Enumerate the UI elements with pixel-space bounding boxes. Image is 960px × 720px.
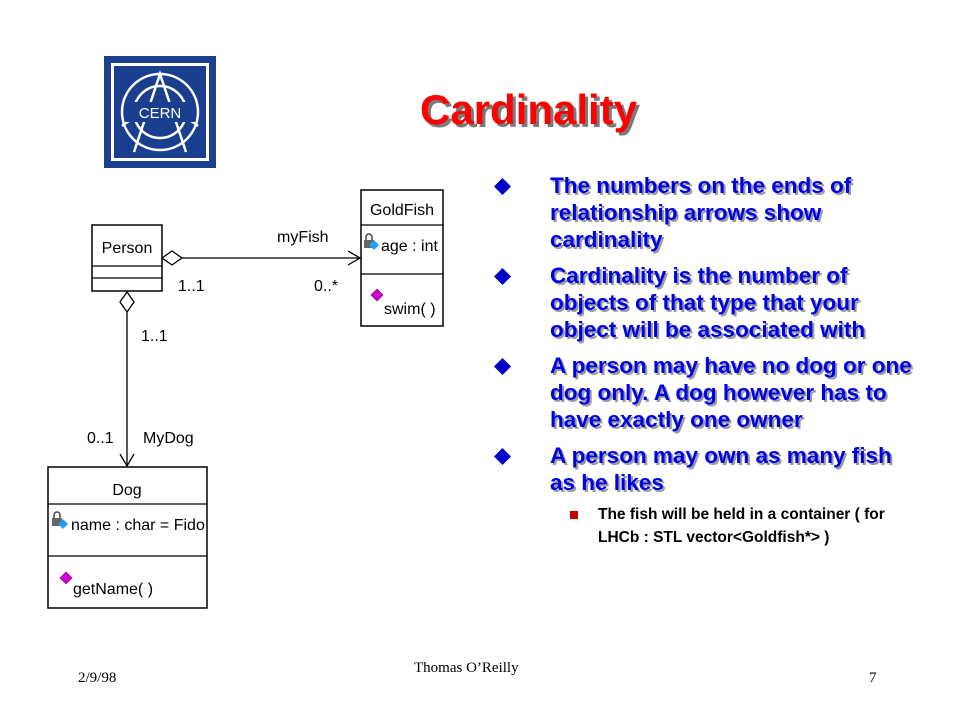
person-class-name: Person <box>102 240 153 257</box>
sub-bullet-text: The fish will be held in a container ( f… <box>598 506 885 546</box>
slide-title: Cardinality <box>420 86 638 133</box>
goldfish-class-name: GoldFish <box>370 202 434 219</box>
bullet-item: A person may have no dog or one dog only… <box>492 352 912 433</box>
bullet-item: The numbers on the ends of relationship … <box>492 172 912 253</box>
dog-association: 1..1 0..1 MyDog <box>87 290 194 468</box>
private-attribute-icon <box>52 511 68 529</box>
public-operation-icon <box>59 571 73 585</box>
goldfish-class: GoldFish age : int swim( ) <box>360 189 444 327</box>
dog-class-name: Dog <box>112 482 141 499</box>
footer-date: 2/9/98 <box>78 670 117 686</box>
dog-role-label: MyDog <box>143 430 194 447</box>
fish-cardinality-fish: 0..* <box>314 278 338 295</box>
diamond-bullet-icon <box>494 178 511 195</box>
footer-author: Thomas O’Reilly <box>414 660 519 676</box>
diamond-bullet-icon <box>494 358 511 375</box>
dog-cardinality-person: 1..1 <box>141 328 168 345</box>
cern-logo: CERN <box>104 56 216 168</box>
goldfish-operation: swim( ) <box>384 301 436 318</box>
aggregation-diamond <box>160 250 184 266</box>
dog-cardinality-dog: 0..1 <box>87 430 114 447</box>
aggregation-diamond <box>119 290 135 314</box>
goldfish-attribute: age : int <box>381 238 438 255</box>
bullet-text: The numbers on the ends of relationship … <box>550 173 852 252</box>
cern-logo-text: CERN <box>139 105 182 122</box>
bullet-text: Cardinality is the number of objects of … <box>550 263 866 342</box>
footer-page-number: 7 <box>869 670 877 686</box>
diamond-bullet-icon <box>494 448 511 465</box>
arrowhead <box>119 453 135 468</box>
fish-cardinality-person: 1..1 <box>178 278 205 295</box>
sub-bullet-item: The fish will be held in a container ( f… <box>492 503 912 549</box>
square-bullet-icon <box>570 511 578 519</box>
fish-role-label: myFish <box>277 229 329 246</box>
bullet-text: A person may own as many fish as he like… <box>550 443 892 495</box>
bullet-item: Cardinality is the number of objects of … <box>492 262 912 343</box>
arrowhead <box>347 250 362 266</box>
fish-association: myFish 1..1 0..* <box>160 229 362 295</box>
bullet-text: A person may have no dog or one dog only… <box>550 353 912 432</box>
public-operation-icon <box>370 288 384 302</box>
dog-attribute: name : char = Fido <box>71 517 205 534</box>
bullet-item: A person may own as many fish as he like… <box>492 442 912 496</box>
person-class: Person <box>91 224 163 292</box>
dog-class: Dog name : char = Fido getName( ) <box>47 466 208 609</box>
uml-class-diagram: Person GoldFish age : int swim( ) <box>47 189 444 609</box>
private-attribute-icon <box>364 233 379 250</box>
diamond-bullet-icon <box>494 268 511 285</box>
dog-operation: getName( ) <box>73 581 153 598</box>
bullet-list: The numbers on the ends of relationship … <box>492 172 912 549</box>
